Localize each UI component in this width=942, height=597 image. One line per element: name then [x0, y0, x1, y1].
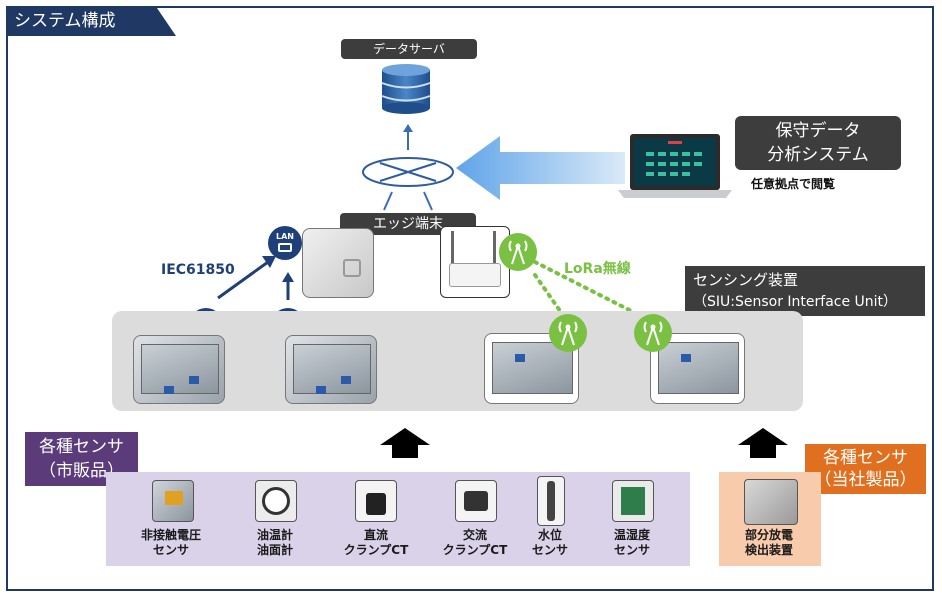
sensor-label-line: 部分放電: [744, 528, 793, 542]
sensor-label: 水位センサ: [507, 528, 593, 558]
sensor-label: 油温計油面計: [232, 528, 318, 558]
sensor-label-line: 水位: [537, 528, 562, 542]
laptop-icon: [618, 134, 732, 198]
lan-text: LAN: [276, 232, 294, 241]
lan-icon: LAN: [268, 226, 302, 260]
own-sensor-label: 部分放電検出装置: [726, 528, 812, 558]
sensor-label-line: 検出装置: [744, 543, 793, 557]
siu-device: [133, 335, 225, 404]
siu-line2: （SIU:Sensor Interface Unit）: [693, 294, 898, 310]
analysis-note: 任意拠点で閲覧: [751, 177, 836, 191]
page-title: システム構成: [6, 6, 176, 36]
sensor-label-line: クランプCT: [343, 543, 409, 557]
commercial-sensors-band: [106, 472, 690, 566]
sensor-label: 非接触電圧センサ: [128, 528, 214, 558]
database-icon: [381, 64, 431, 114]
sensor-label: 直流クランプCT: [333, 528, 419, 558]
protocol-label: IEC61850: [161, 262, 235, 278]
own-line2: （当社製品）: [814, 470, 917, 490]
server-label: データサーバ: [341, 39, 477, 59]
sensor-image: [537, 476, 565, 526]
own-line1: 各種センサ: [823, 448, 908, 468]
sensor-label-line: 交流: [462, 528, 487, 542]
analysis-line2: 分析システム: [767, 145, 869, 165]
sensor-image: [355, 480, 397, 522]
sensor-label-line: 油温計: [256, 528, 293, 542]
siu-label-box: センシング装置 （SIU:Sensor Interface Unit）: [685, 266, 925, 316]
antenna-icon: [634, 314, 672, 352]
sensor-label-line: 油面計: [256, 543, 293, 557]
sensor-image: [744, 479, 798, 525]
analysis-system-box: 保守データ 分析システム: [735, 116, 901, 170]
siu-device: [650, 333, 745, 404]
sensor-label-line: センサ: [613, 543, 650, 557]
commercial-line2: （市販品）: [39, 461, 124, 481]
sensor-label: 交流クランプCT: [432, 528, 518, 558]
diagram-frame: [6, 6, 934, 591]
sensor-label-line: 温湿度: [613, 528, 650, 542]
sensor-label: 温湿度センサ: [589, 528, 675, 558]
analysis-line1: 保守データ: [775, 121, 861, 141]
siu-device: [285, 335, 377, 404]
sensor-image: [455, 480, 497, 522]
own-sensors-label: 各種センサ （当社製品）: [805, 444, 926, 494]
sensor-image: [152, 480, 194, 522]
antenna-icon: [549, 314, 587, 352]
sensor-label-line: クランプCT: [442, 543, 508, 557]
siu-line1: センシング装置: [693, 271, 799, 289]
lora-gateway-device: [440, 226, 510, 298]
sensor-label-line: センサ: [531, 543, 568, 557]
siu-device: [484, 333, 579, 404]
sensor-label-line: 直流: [363, 528, 388, 542]
antenna-icon: [499, 233, 537, 271]
sensor-label-line: センサ: [152, 543, 189, 557]
lora-label: LoRa無線: [564, 261, 631, 277]
commercial-line1: 各種センサ: [39, 437, 124, 457]
sensor-image: [255, 480, 297, 522]
sensor-image: [612, 480, 654, 522]
sensor-label-line: 非接触電圧: [140, 528, 201, 542]
edge-terminal-device: [302, 228, 374, 298]
